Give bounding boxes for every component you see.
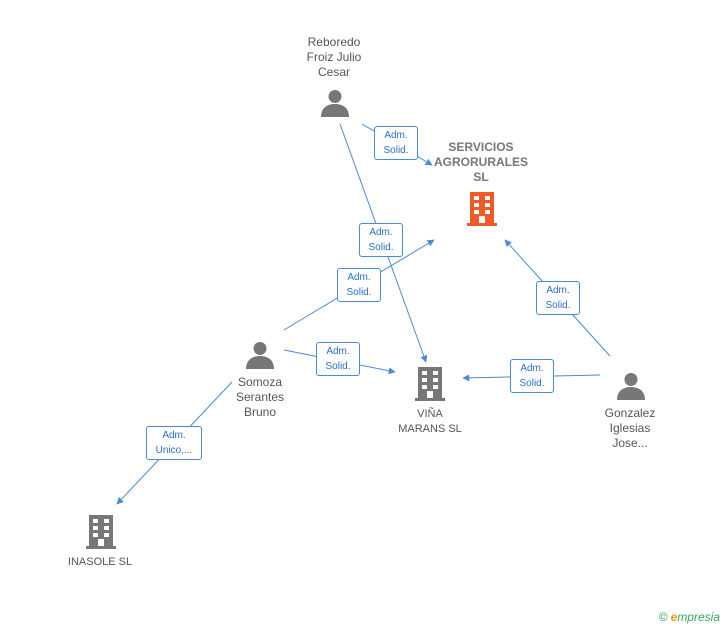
building-icon[interactable] xyxy=(466,192,498,226)
person-label-somoza[interactable]: Somoza Serantes Bruno xyxy=(235,375,285,419)
person-label-gonzalez[interactable]: Gonzalez Iglesias Jose... xyxy=(604,406,656,450)
edge-label-somoza-servicios[interactable]: Adm. Solid. xyxy=(337,268,381,302)
copyright-brand: ©empresia xyxy=(659,610,720,624)
person-icon[interactable] xyxy=(245,340,275,370)
brand-name: mpresia xyxy=(677,610,720,624)
edge-label-gonzalez-vina[interactable]: Adm. Solid. xyxy=(510,359,554,393)
person-icon[interactable] xyxy=(616,371,646,401)
edge-label-somoza-vina[interactable]: Adm. Solid. xyxy=(316,342,360,376)
edge-label-somoza-inasole[interactable]: Adm. Unico,... xyxy=(146,426,202,460)
person-label-reboredo[interactable]: Reboredo Froiz Julio Cesar xyxy=(306,35,362,79)
copyright-symbol: © xyxy=(658,610,668,624)
company-label-vina-marans[interactable]: VIÑA MARANS SL xyxy=(398,408,462,435)
building-icon[interactable] xyxy=(85,515,117,549)
company-label-servicios-agrorurales[interactable]: SERVICIOS AGRORURALES SL xyxy=(433,140,528,184)
brand-initial: e xyxy=(670,610,678,624)
edge-label-reboredo-servicios[interactable]: Adm. Solid. xyxy=(374,126,418,160)
edge-label-gonzalez-servicios[interactable]: Adm. Solid. xyxy=(536,281,580,315)
person-icon[interactable] xyxy=(320,88,350,118)
company-label-inasole[interactable]: INASOLE SL xyxy=(67,556,133,568)
edge-label-reboredo-vina[interactable]: Adm. Solid. xyxy=(359,223,403,257)
building-icon[interactable] xyxy=(414,367,446,401)
